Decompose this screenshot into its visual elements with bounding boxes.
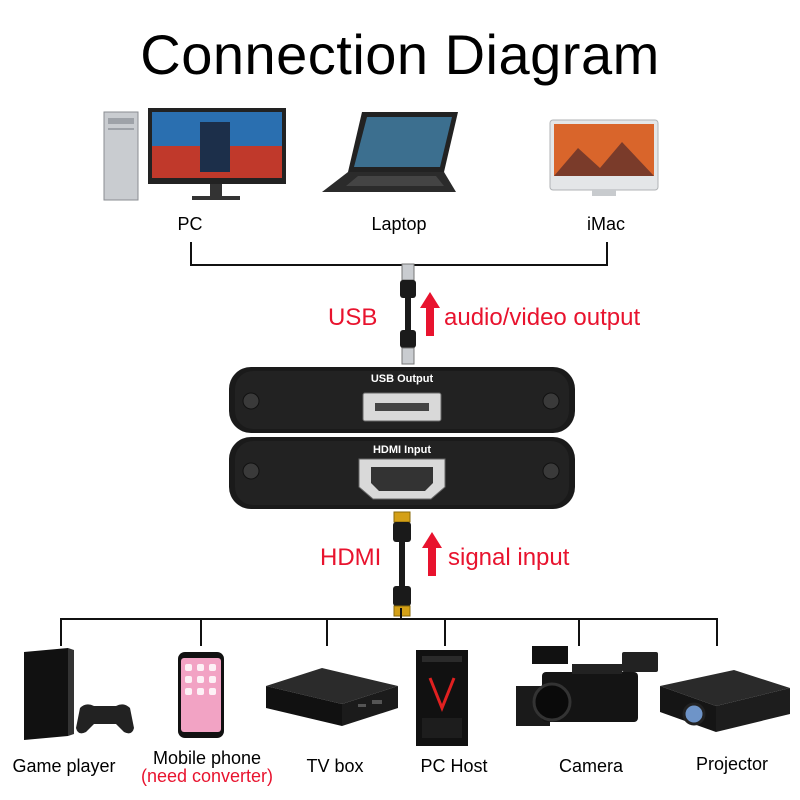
hdmi-cable — [393, 511, 411, 617]
bottom-bracket-drop-2 — [200, 618, 202, 646]
smartphone-icon — [178, 652, 224, 738]
top-bracket-left — [190, 242, 192, 266]
imac-label: iMac — [586, 214, 625, 234]
usb-cable — [400, 263, 416, 365]
hdmi-input-port-label: HDMI Input — [372, 444, 432, 456]
top-bracket-right — [606, 242, 608, 266]
game-player-label: Game player — [12, 756, 116, 776]
bottom-bracket-drop-3 — [326, 618, 328, 646]
usb-label: USB — [328, 304, 378, 331]
camera-icon — [516, 646, 658, 726]
hdmi-label: HDMI — [320, 544, 382, 571]
mobile-phone-sublabel: (need converter) — [140, 766, 274, 786]
usb-output-port-label: USB Output — [370, 373, 434, 385]
camera-label: Camera — [558, 756, 624, 776]
bottom-bracket-drop-5 — [578, 618, 580, 646]
bottom-bracket-drop-6 — [716, 618, 718, 646]
top-bracket-bar — [190, 264, 608, 266]
bottom-bracket-stem — [400, 608, 402, 620]
pc-tower-icon — [416, 650, 468, 746]
laptop-label: Laptop — [371, 214, 427, 234]
arrow-up-icon — [420, 292, 440, 336]
bottom-bracket-drop-4 — [444, 618, 446, 646]
tv-box-label: TV box — [306, 756, 364, 776]
bottom-bracket-bar — [60, 618, 718, 620]
mobile-phone-label: Mobile phone — [152, 748, 262, 768]
projector-label: Projector — [695, 754, 769, 774]
imac-icon — [549, 119, 659, 196]
usb-note: audio/video output — [444, 304, 641, 331]
arrow-up-icon — [422, 532, 442, 576]
pc-monitor-icon — [103, 108, 286, 201]
laptop-icon — [322, 112, 458, 192]
pc-host-label: PC Host — [420, 756, 488, 776]
tv-box-icon — [266, 668, 398, 726]
game-console-icon — [24, 648, 134, 740]
projector-icon — [660, 670, 790, 732]
bottom-bracket-drop-1 — [60, 618, 62, 646]
pc-label: PC — [177, 214, 203, 234]
page-title: Connection Diagram — [140, 23, 660, 86]
capture-device — [229, 367, 575, 509]
hdmi-note: signal input — [448, 544, 570, 571]
